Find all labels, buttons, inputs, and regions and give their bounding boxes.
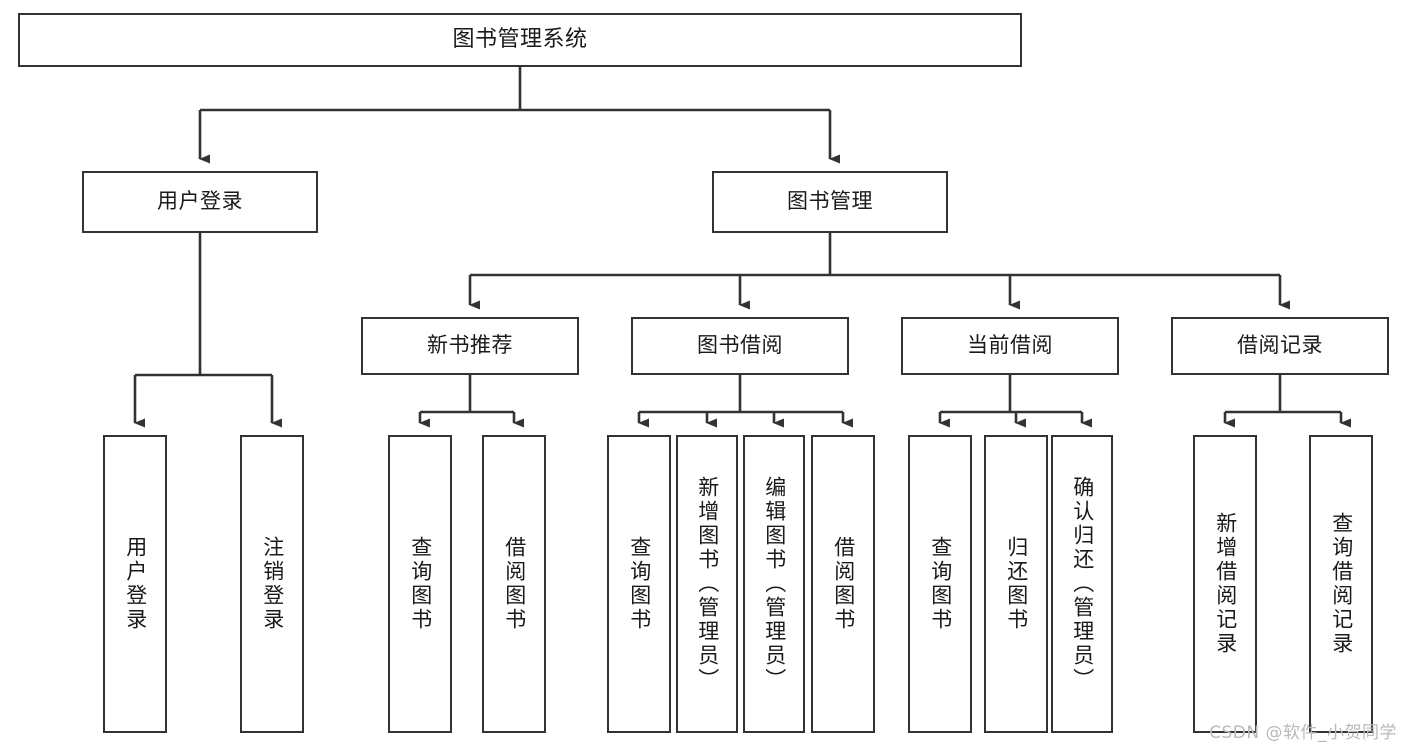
node-label-login: 用户登录 bbox=[157, 189, 243, 214]
node-box-leaf-07[interactable]: 编辑图书（管理员） bbox=[743, 435, 805, 733]
node-label-newbook: 新书推荐 bbox=[427, 333, 513, 358]
node-box-leaf-12[interactable]: 新增借阅记录 bbox=[1193, 435, 1257, 733]
node-label-leaf-08: 借阅图书 bbox=[831, 536, 856, 632]
node-label-leaf-09: 查询图书 bbox=[928, 536, 953, 632]
node-box-leaf-04[interactable]: 借阅图书 bbox=[482, 435, 546, 733]
node-box-leaf-02[interactable]: 注销登录 bbox=[240, 435, 304, 733]
node-box-login[interactable]: 用户登录 bbox=[82, 171, 318, 233]
node-label-bookmgmt: 图书管理 bbox=[787, 189, 873, 214]
edge-group bbox=[133, 67, 1351, 428]
node-box-bookmgmt[interactable]: 图书管理 bbox=[712, 171, 948, 233]
node-box-leaf-09[interactable]: 查询图书 bbox=[908, 435, 972, 733]
node-box-leaf-08[interactable]: 借阅图书 bbox=[811, 435, 875, 733]
node-label-current: 当前借阅 bbox=[967, 333, 1053, 358]
node-box-leaf-06[interactable]: 新增图书（管理员） bbox=[676, 435, 738, 733]
node-label-leaf-10: 归还图书 bbox=[1004, 536, 1029, 632]
node-label-leaf-02: 注销登录 bbox=[260, 536, 285, 632]
node-box-leaf-10[interactable]: 归还图书 bbox=[984, 435, 1048, 733]
node-box-leaf-01[interactable]: 用户登录 bbox=[103, 435, 167, 733]
node-label-records: 借阅记录 bbox=[1237, 333, 1323, 358]
node-box-root[interactable]: 图书管理系统 bbox=[18, 13, 1022, 67]
node-label-leaf-07: 编辑图书（管理员） bbox=[762, 476, 787, 692]
node-box-records[interactable]: 借阅记录 bbox=[1171, 317, 1389, 375]
node-box-current[interactable]: 当前借阅 bbox=[901, 317, 1119, 375]
node-box-leaf-11[interactable]: 确认归还（管理员） bbox=[1051, 435, 1113, 733]
node-label-leaf-11: 确认归还（管理员） bbox=[1070, 476, 1095, 692]
node-box-leaf-05[interactable]: 查询图书 bbox=[607, 435, 671, 733]
node-box-leaf-13[interactable]: 查询借阅记录 bbox=[1309, 435, 1373, 733]
node-box-borrow[interactable]: 图书借阅 bbox=[631, 317, 849, 375]
node-label-root: 图书管理系统 bbox=[452, 26, 588, 52]
node-label-leaf-05: 查询图书 bbox=[627, 536, 652, 632]
node-box-newbook[interactable]: 新书推荐 bbox=[361, 317, 579, 375]
node-box-leaf-03[interactable]: 查询图书 bbox=[388, 435, 452, 733]
node-label-leaf-01: 用户登录 bbox=[123, 536, 148, 632]
watermark-text: CSDN @软件_小贺同学 bbox=[1209, 723, 1397, 743]
node-label-leaf-13: 查询借阅记录 bbox=[1329, 512, 1354, 656]
node-label-leaf-03: 查询图书 bbox=[408, 536, 433, 632]
node-label-leaf-12: 新增借阅记录 bbox=[1213, 512, 1238, 656]
node-label-leaf-04: 借阅图书 bbox=[502, 536, 527, 632]
node-label-borrow: 图书借阅 bbox=[697, 333, 783, 358]
node-label-leaf-06: 新增图书（管理员） bbox=[695, 476, 720, 692]
